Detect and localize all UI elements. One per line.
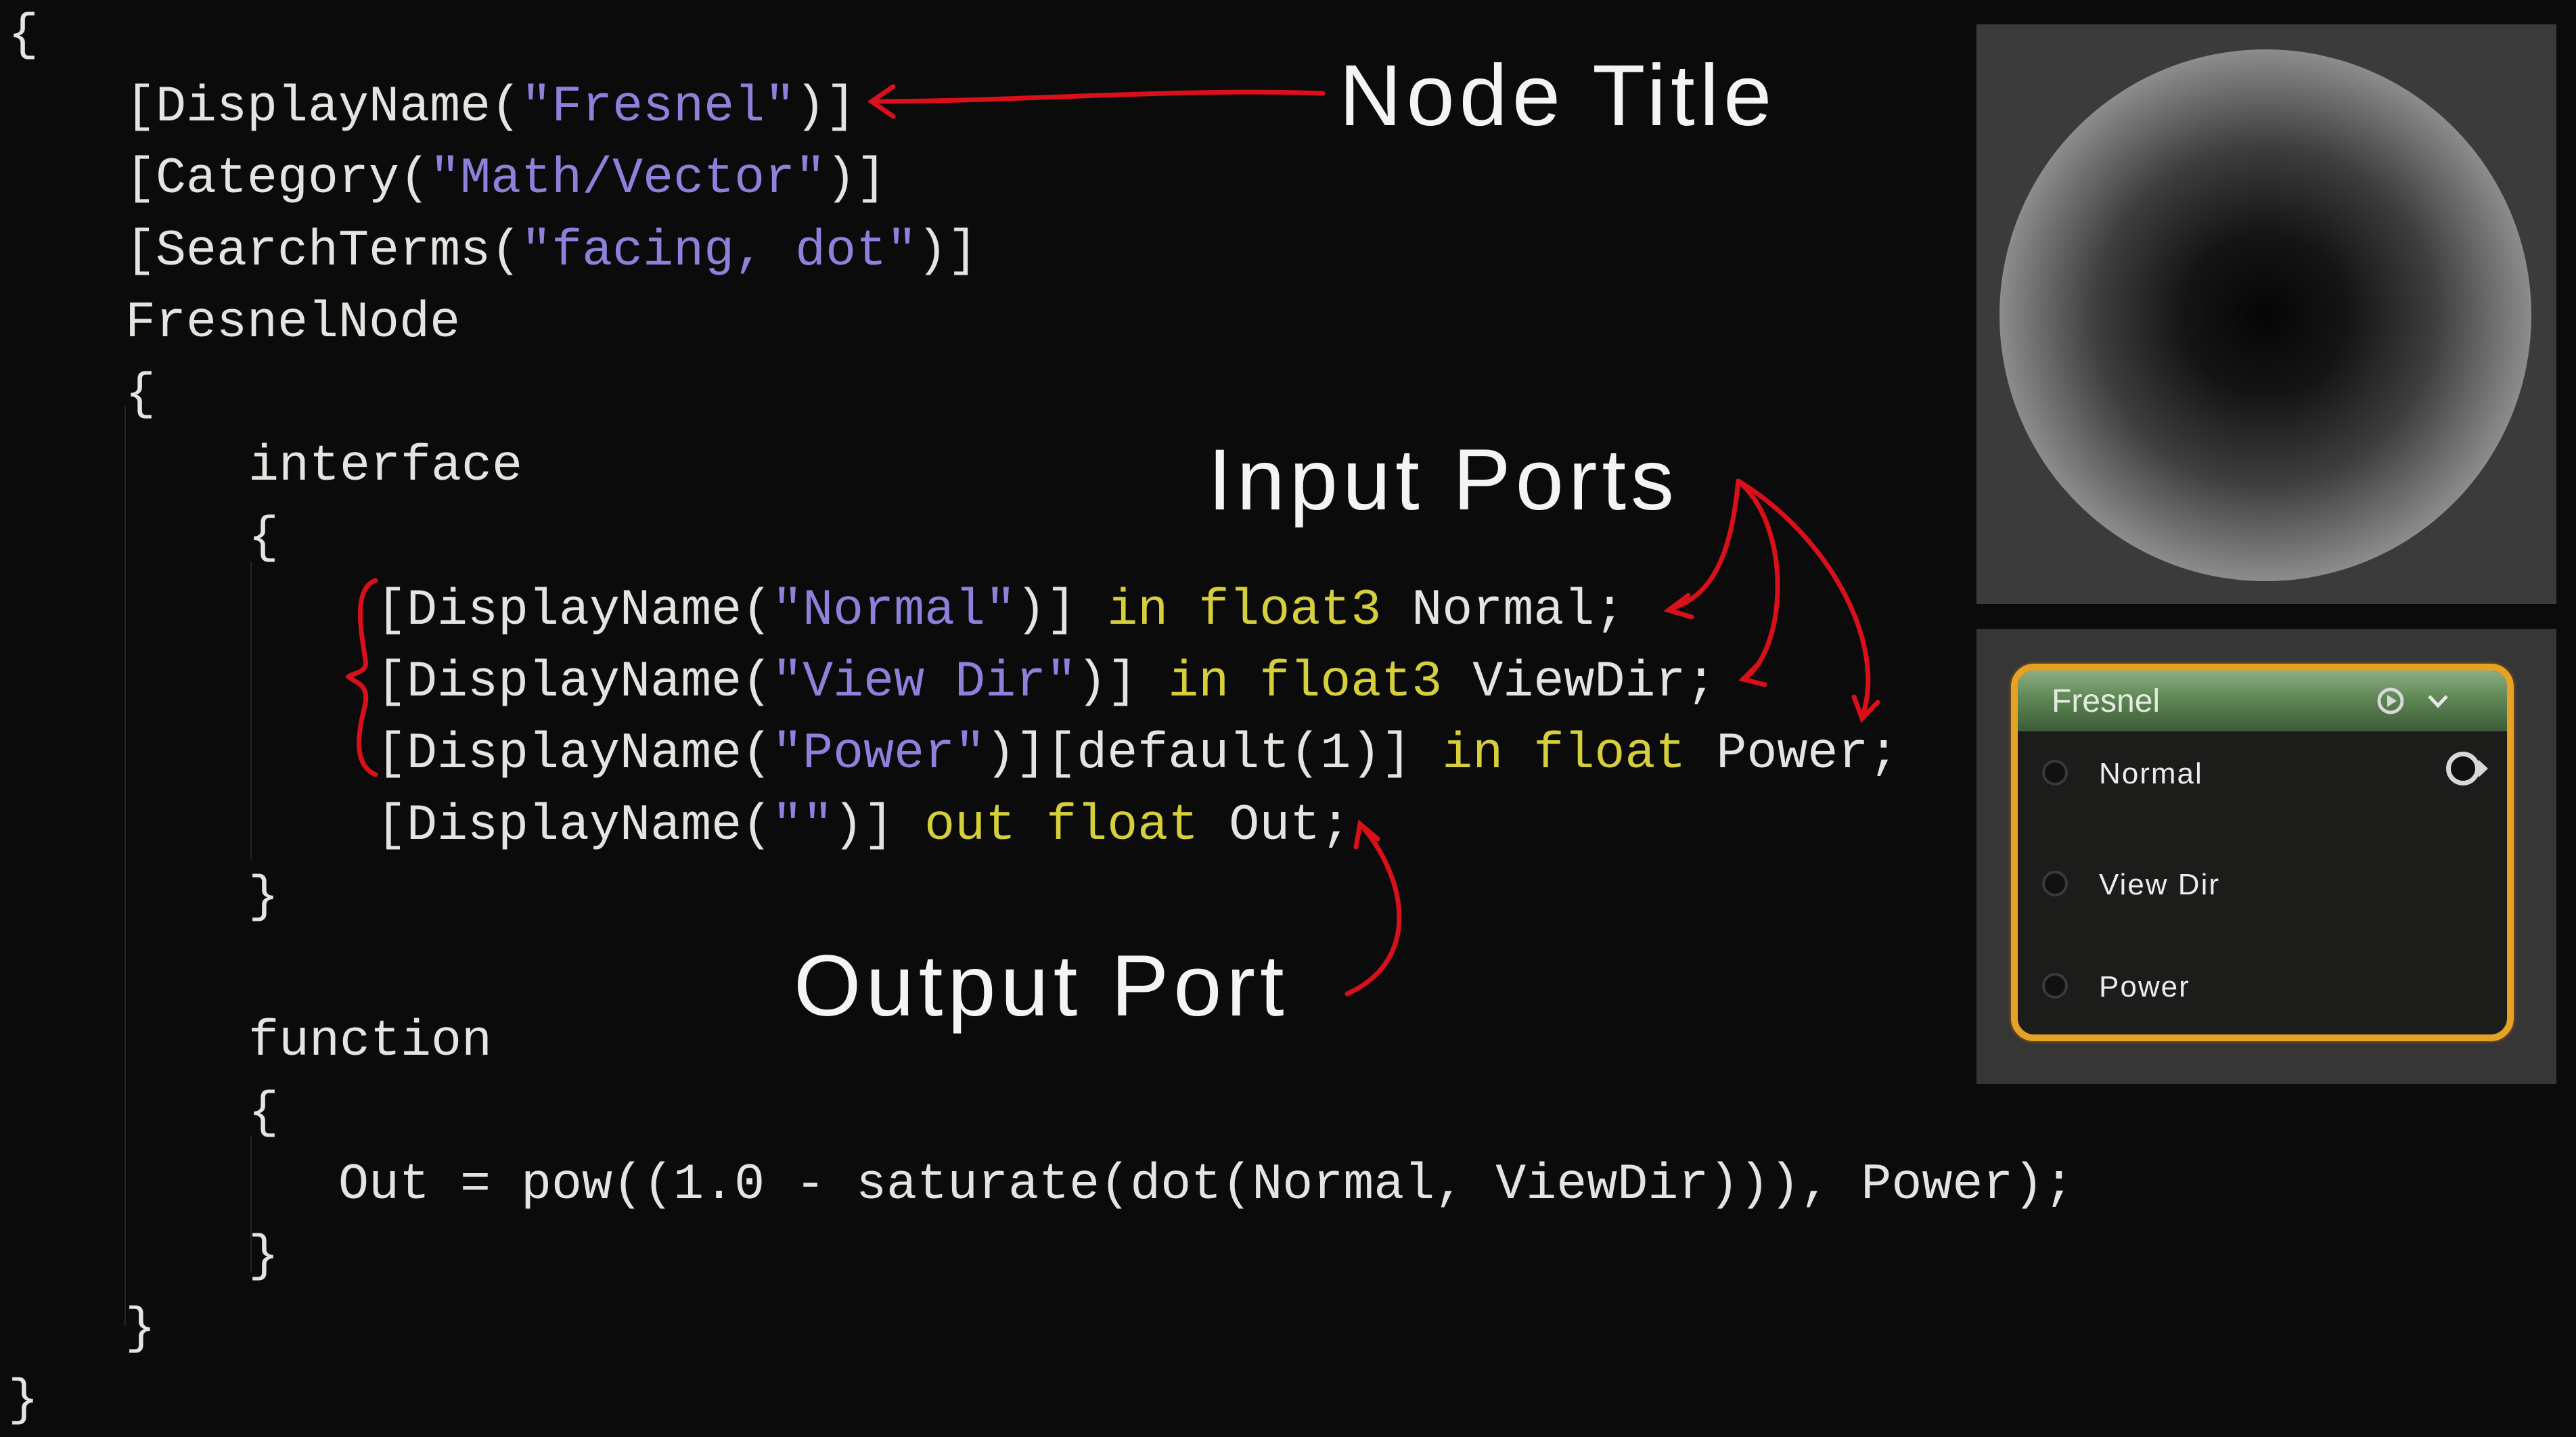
code-text: Out; (1198, 797, 1351, 855)
arrow-node-title (870, 89, 1326, 104)
string-literal: "View Dir" (772, 653, 1077, 711)
code-text: [Category( (125, 150, 430, 208)
string-literal: "Power" (772, 725, 986, 783)
code-text: [DisplayName( (376, 581, 773, 639)
code-text: { (8, 7, 39, 64)
code-line: [DisplayName("Normal")] in float3 Normal… (376, 575, 1625, 647)
code-line: interface (248, 431, 522, 503)
keyword: in float (1442, 725, 1686, 783)
string-literal: "Math/Vector" (430, 150, 826, 208)
code-line: } (8, 1365, 39, 1437)
code-line: } (248, 862, 279, 934)
arrow-head (1851, 694, 1880, 723)
arrow-head (1353, 819, 1380, 850)
code-text: )] (917, 222, 978, 280)
code-text: } (8, 1371, 39, 1430)
port-connector-icon[interactable] (2042, 871, 2068, 896)
port-label: Power (2099, 970, 2190, 1003)
port-label: View Dir (2099, 868, 2221, 901)
code-text: )] (1016, 581, 1108, 639)
node-header[interactable]: Fresnel (2018, 670, 2507, 731)
code-line: [Category("Math/Vector")] (125, 143, 886, 215)
code-text: function (248, 1012, 493, 1070)
arrow-head (867, 84, 896, 119)
code-line: [DisplayName("Fresnel")] (125, 72, 856, 143)
code-line: FresnelNode (125, 288, 460, 359)
indent-guide (250, 1137, 252, 1272)
fresnel-node[interactable]: Fresnel Normal View Dir Power (2011, 664, 2514, 1041)
code-text: FresnelNode (125, 294, 461, 352)
code-line: [DisplayName("View Dir")] in float3 View… (376, 647, 1716, 718)
string-literal: "Fresnel" (521, 78, 796, 137)
keyword: out float (924, 797, 1199, 855)
code-line: [DisplayName("")] out float Out; (376, 790, 1351, 862)
code-text: } (248, 1228, 279, 1286)
chevron-down-icon[interactable] (2424, 687, 2452, 715)
code-text: Normal; (1381, 581, 1625, 639)
arrow-head (1663, 593, 1694, 620)
code-line: [SearchTerms("facing, dot")] (125, 216, 978, 288)
code-text: )] (795, 78, 857, 137)
code-line: { (248, 503, 279, 574)
code-line: { (8, 0, 39, 72)
code-text: Power; (1686, 725, 1899, 783)
keyword: in float3 (1107, 581, 1382, 639)
preview-play-icon[interactable] (2376, 687, 2405, 715)
arrow-input-power (1736, 478, 1871, 720)
string-literal: "Normal" (772, 581, 1016, 639)
code-line: { (248, 1078, 279, 1149)
arrow-head (1738, 660, 1767, 687)
code-text: [SearchTerms( (125, 222, 522, 280)
output-port-arrow-icon (2479, 760, 2488, 777)
output-port-connector-icon[interactable] (2446, 752, 2480, 785)
port-connector-icon[interactable] (2042, 973, 2068, 999)
code-text: ViewDir; (1442, 653, 1717, 711)
annotation-output-port: Output Port (794, 938, 1289, 1034)
string-literal: "facing, dot" (521, 222, 918, 280)
string-literal: "" (772, 797, 834, 855)
code-line: [DisplayName("Power")][default(1)] in fl… (376, 718, 1899, 790)
input-brace (345, 578, 378, 777)
annotation-input-ports: Input Ports (1208, 432, 1679, 528)
code-line: } (125, 1294, 156, 1365)
port-label: Normal (2099, 757, 2203, 790)
annotation-node-title: Node Title (1339, 47, 1777, 144)
code-line: Out = pow((1.0 - saturate(dot(Normal, Vi… (338, 1149, 2074, 1221)
code-text: Out = pow((1.0 - saturate(dot(Normal, Vi… (338, 1156, 2075, 1214)
code-text: interface (248, 438, 523, 496)
code-text: } (125, 1300, 156, 1358)
fresnel-preview-sphere (1999, 49, 2531, 581)
arrow-input-normal (1667, 478, 1741, 612)
code-text: )] (1077, 653, 1169, 711)
code-text: [DisplayName( (125, 78, 522, 137)
code-text: )][default(1)] (985, 725, 1443, 783)
indent-guide (125, 406, 126, 1326)
code-text: { (248, 1085, 279, 1142)
node-title: Fresnel (2052, 683, 2161, 719)
arrow-output (1345, 823, 1402, 997)
port-connector-icon[interactable] (2042, 760, 2068, 785)
code-text: )] (833, 797, 925, 855)
code-text: [DisplayName( (376, 797, 773, 855)
indent-guide (250, 562, 252, 859)
code-text: )] (826, 150, 887, 208)
code-text: [DisplayName( (376, 653, 773, 711)
code-text: [DisplayName( (376, 725, 773, 783)
code-text: { (125, 366, 156, 424)
keyword: in float3 (1168, 653, 1443, 711)
code-text: { (248, 509, 279, 568)
code-line: function (248, 1006, 492, 1078)
code-line: { (125, 359, 156, 431)
arrow-input-viewdir (1736, 478, 1780, 681)
code-text: } (248, 869, 279, 927)
code-line: } (248, 1221, 279, 1293)
